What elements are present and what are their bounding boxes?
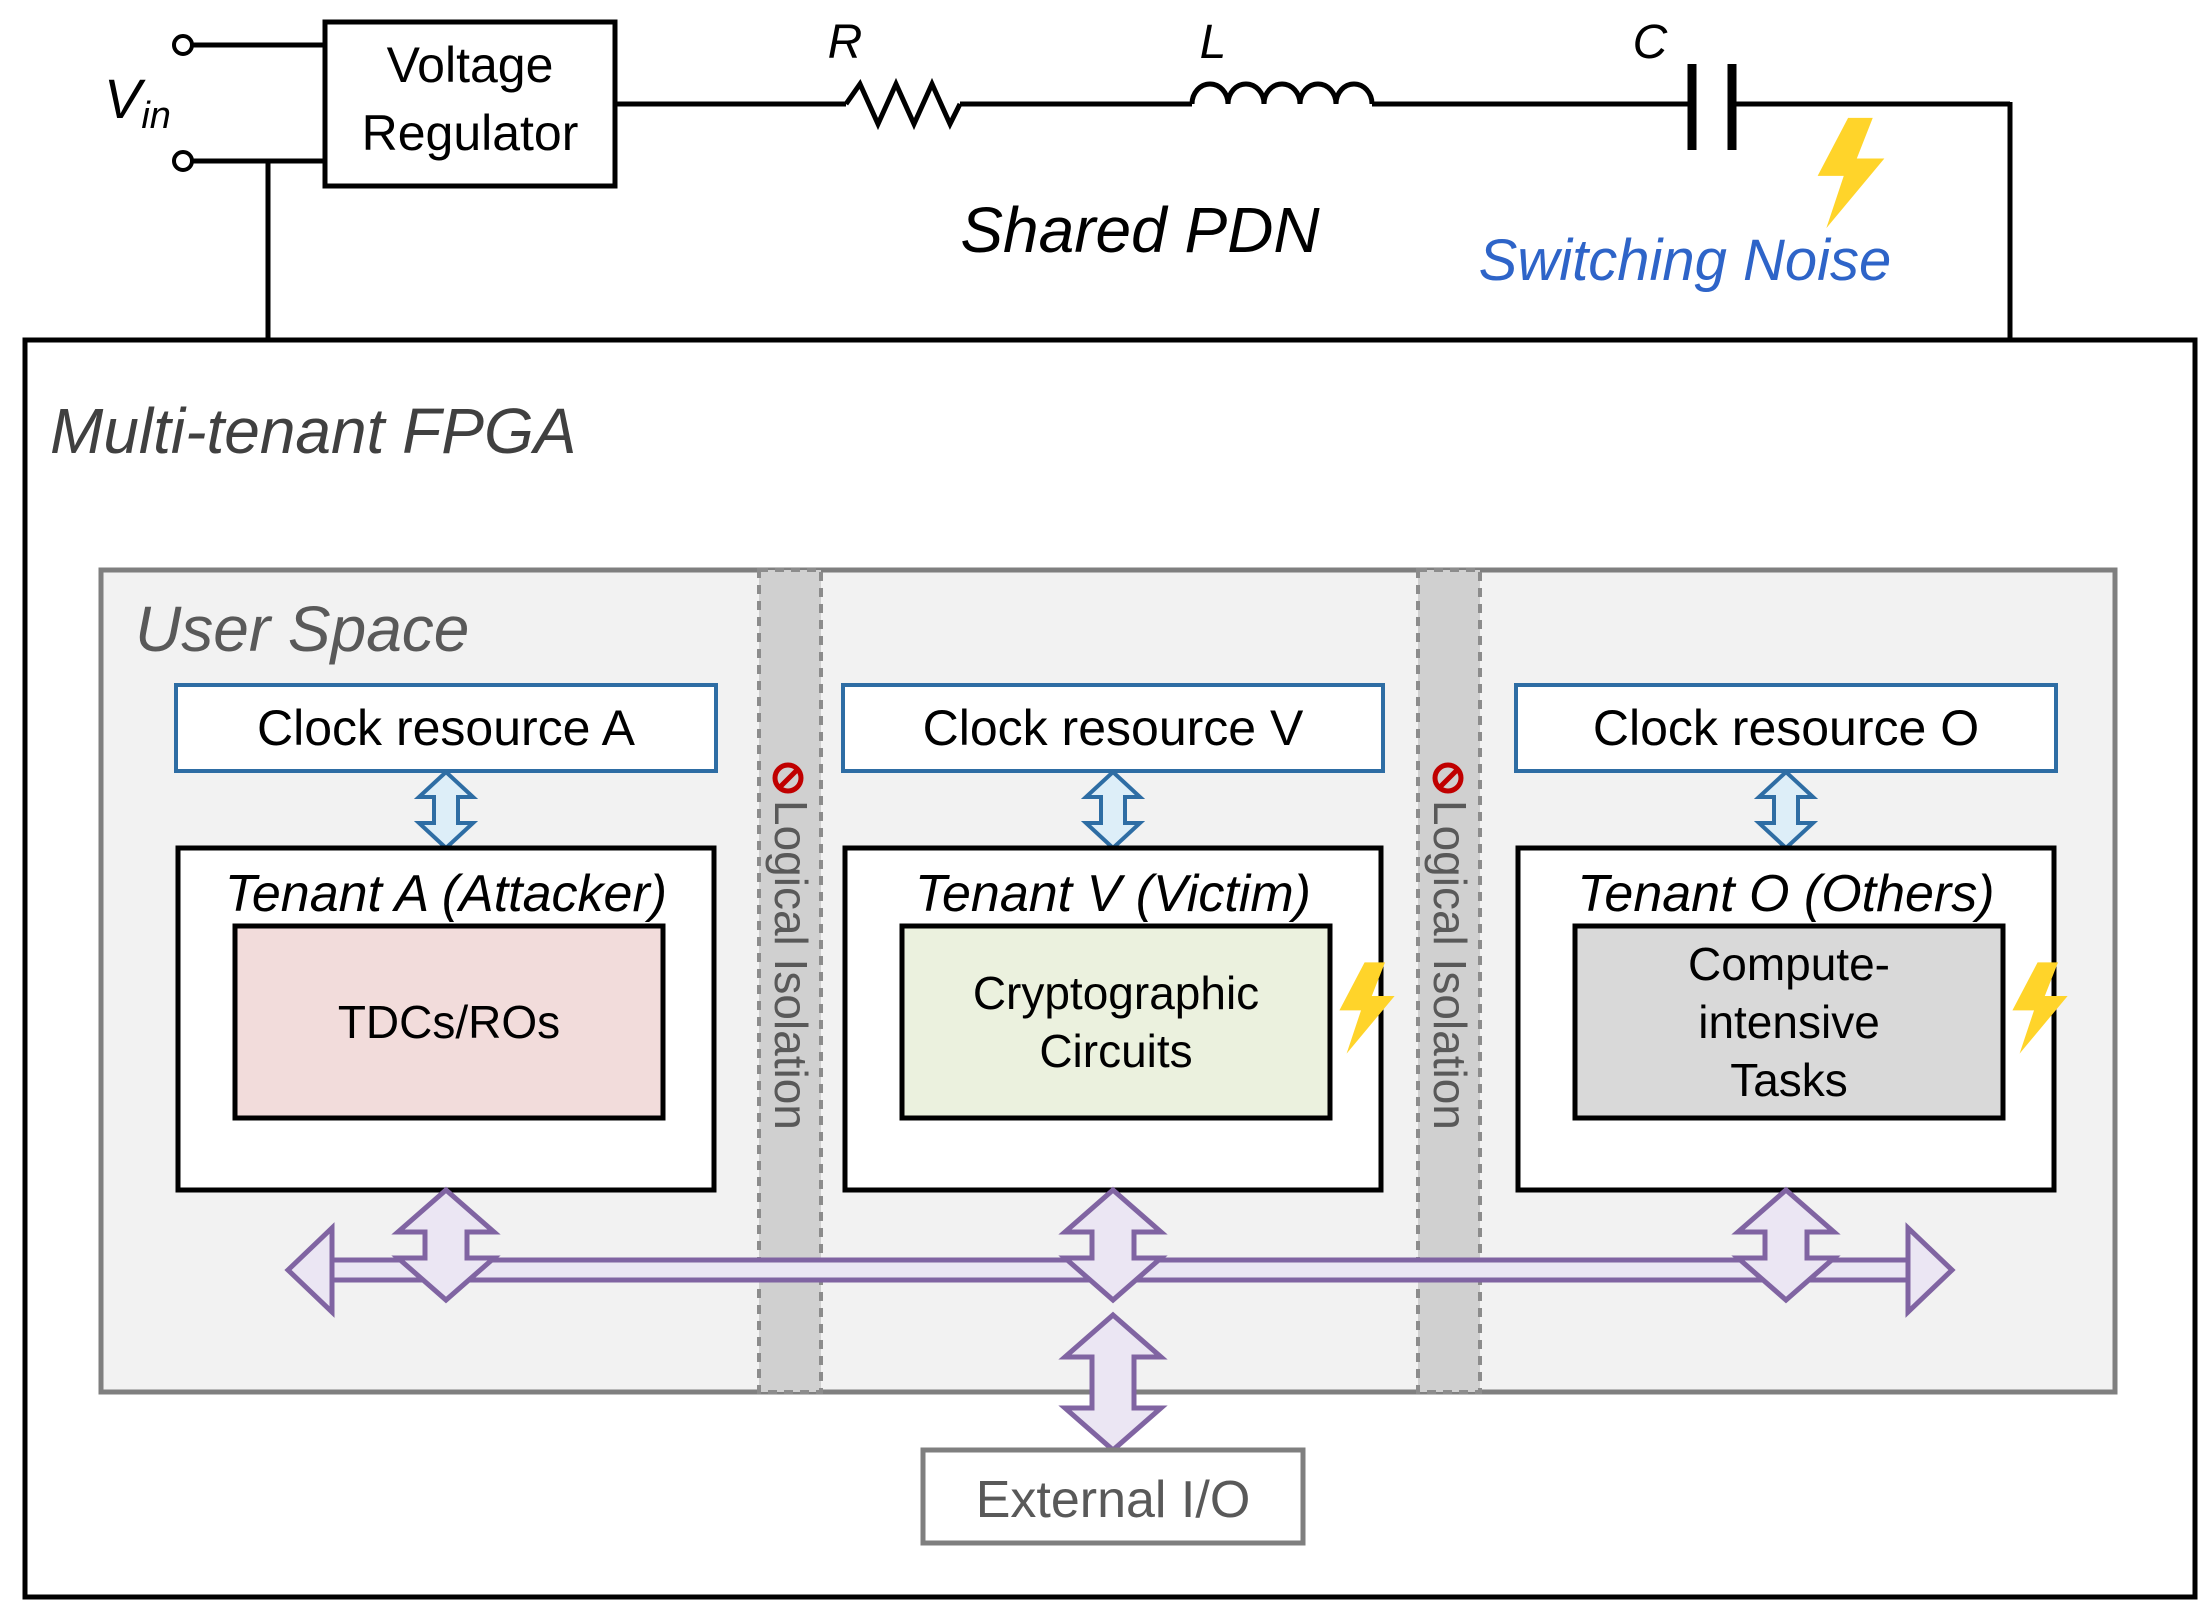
tenant-workload-line: intensive (1698, 996, 1880, 1048)
tenant-workload-box (899, 923, 1333, 1121)
isolation-label-1: Logical Isolation (765, 800, 817, 1130)
capacitor-label: C (1633, 16, 1668, 69)
lightning-bolt-icon (1339, 962, 1395, 1054)
voltage-regulator-line-2: Regulator (362, 105, 579, 161)
lightning-bolt-icon (2012, 962, 2068, 1054)
fpga-title: Multi-tenant FPGA (50, 395, 576, 467)
isolation-band-1 (757, 568, 823, 1394)
clock-resource-box (174, 683, 718, 773)
tenant-workload-line: Compute- (1688, 938, 1890, 990)
no-entry-icon (1432, 762, 1464, 794)
shared-pdn-label: Shared PDN (960, 194, 1320, 266)
isolation-strip-1: Logical Isolation (757, 568, 823, 1394)
tenant-workload-box (1572, 923, 2006, 1121)
tenant-workload-line: Circuits (1039, 1025, 1192, 1077)
vin-terminal-top (172, 34, 194, 56)
switching-noise-label: Switching Noise (1479, 228, 1892, 293)
clock-resource-label: Clock resource O (1593, 700, 1979, 756)
user-space-label: User Space (135, 593, 469, 665)
clock-resource-box (841, 683, 1385, 773)
tenant-bus-arrow (1058, 1186, 1168, 1304)
isolation-band-2 (1416, 568, 1482, 1394)
tenant-column-2: Clock resource O Tenant O (Others) Compute… (1514, 683, 2068, 1193)
tenant-workload-line: Cryptographic (973, 967, 1259, 1019)
inductor-symbol (1189, 81, 1375, 105)
tenant-title: Tenant O (Others) (1577, 865, 1994, 923)
clock-resource-label: Clock resource A (257, 700, 636, 756)
tenant-workload-box (232, 923, 666, 1121)
bus-arrow-layer (391, 1186, 1841, 1454)
isolation-label-2: Logical Isolation (1424, 800, 1476, 1130)
tenant-column-1: Clock resource V Tenant V (Victim) Cryptog… (841, 683, 1395, 1193)
tenant-workload-line: TDCs/ROs (338, 996, 560, 1048)
resistor-symbol (843, 77, 963, 131)
tenant-title: Tenant V (Victim) (915, 865, 1311, 923)
resistor-label: R (828, 16, 863, 69)
voltage-regulator-box (322, 19, 618, 189)
tenant-workload-line: Tasks (1730, 1054, 1848, 1106)
vin-terminal-bottom (172, 150, 194, 172)
no-entry-icon (772, 762, 804, 794)
tenant-title: Tenant A (Attacker) (225, 865, 667, 923)
isolation-strip-2: Logical Isolation (1416, 568, 1482, 1394)
clock-resource-label: Clock resource V (923, 700, 1304, 756)
tenant-column-0: Clock resource A Tenant A (Attacker) TDCs/… (174, 683, 718, 1193)
inductor-label: L (1200, 16, 1227, 69)
lightning-bolt-icon (1817, 117, 1885, 229)
external-io-box (920, 1447, 1306, 1546)
clock-resource-box (1514, 683, 2058, 773)
tenant-bus-arrow (391, 1186, 501, 1304)
tenant-bus-arrow (1731, 1186, 1841, 1304)
power-circuit (190, 42, 2013, 340)
vin-label: Vin (104, 67, 171, 137)
tenant-layer: Clock resource A Tenant A (Attacker) TDCs/… (174, 683, 2068, 1193)
voltage-regulator-line-1: Voltage (387, 37, 554, 93)
external-io-label: External I/O (976, 1471, 1251, 1529)
